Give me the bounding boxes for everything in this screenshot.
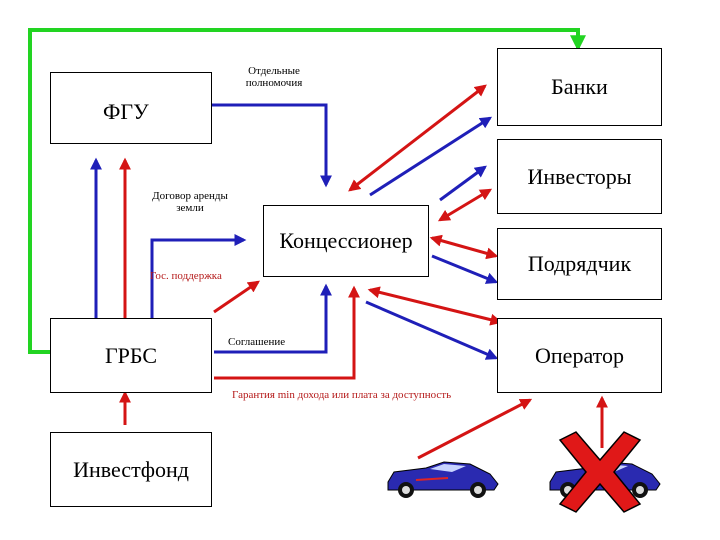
box-investfond: Инвестфонд xyxy=(50,432,212,507)
label-guarantee: Гарантия min дохода или плата за доступн… xyxy=(232,389,452,401)
box-investors-label: Инвесторы xyxy=(527,163,632,189)
arrow-land-lease xyxy=(150,234,247,318)
car-icon xyxy=(387,461,499,498)
box-investors: Инвесторы xyxy=(497,139,662,214)
arrow-investors-blue xyxy=(439,165,487,202)
box-concessioner-label: Концессионер xyxy=(279,228,413,253)
arrow-investors-red xyxy=(437,188,493,222)
box-operator: Оператор xyxy=(497,318,662,393)
arrow-guarantee xyxy=(214,285,360,380)
arrow-agreement xyxy=(214,283,332,354)
box-concessioner: Концессионер xyxy=(263,205,429,277)
arrow-banks-red xyxy=(348,84,487,192)
arrow-banks-blue xyxy=(369,116,493,197)
arrow-operator-blue xyxy=(365,300,499,360)
label-agreement: Соглашение xyxy=(228,336,286,348)
box-grbs: ГРБС xyxy=(50,318,212,393)
box-fgu-label: ФГУ xyxy=(103,99,149,124)
box-contractor: Подрядчик xyxy=(497,228,662,300)
box-contractor-label: Подрядчик xyxy=(527,251,632,276)
arrow-operator-red xyxy=(367,286,503,326)
arrow-separate-powers xyxy=(212,103,332,188)
arrow-state-support xyxy=(213,280,260,314)
arrow-contractor-blue xyxy=(431,254,499,284)
label-state-support: Гос. поддержка xyxy=(150,270,222,282)
box-operator-label: Оператор xyxy=(535,342,624,368)
box-investfond-label: Инвестфонд xyxy=(73,456,189,482)
box-fgu: ФГУ xyxy=(50,72,212,144)
box-banks-label: Банки xyxy=(551,74,608,99)
box-grbs-label: ГРБС xyxy=(104,342,158,368)
arrow-contractor-red xyxy=(429,234,499,260)
crossed-out-icon xyxy=(558,431,642,513)
box-banks: Банки xyxy=(497,48,662,126)
label-separate-powers: Отдельные полномочия xyxy=(245,65,303,89)
arrow-to-car-left xyxy=(417,398,533,460)
green-connector xyxy=(28,28,586,354)
label-land-lease: Договор аренды земли xyxy=(152,190,228,214)
